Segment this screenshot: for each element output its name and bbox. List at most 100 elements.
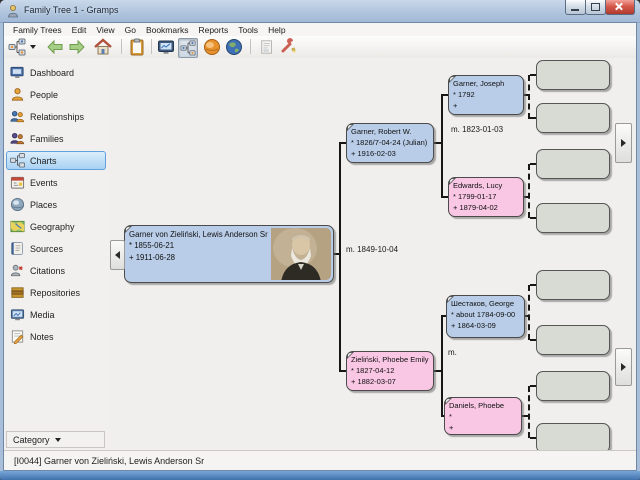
tools-icon [281, 38, 296, 53]
menu-view[interactable]: View [96, 24, 115, 35]
arrow-left-icon [115, 251, 120, 259]
empty-ancestor-box[interactable] [536, 371, 610, 401]
sidebar-item-label: Families [30, 133, 64, 144]
sidebar-item-repositories[interactable]: Repositories [7, 283, 107, 302]
back-button[interactable] [46, 38, 64, 56]
person-box-paternal-grandmother[interactable]: Edwards, Lucy * 1799-01-17 + 1879-04-02 [448, 177, 524, 217]
sidebar-item-dashboard[interactable]: Dashboard [7, 63, 107, 82]
menu-help[interactable]: Help [268, 24, 286, 35]
clipboard-button[interactable] [128, 38, 146, 56]
person-name: Zieliński, Phoebe Emily [351, 355, 429, 364]
menu-family-trees[interactable]: Family Trees [13, 24, 62, 35]
sidebar-item-people[interactable]: People [7, 85, 107, 104]
navigate-right-top-button[interactable] [615, 123, 632, 163]
empty-ancestor-box[interactable] [536, 60, 610, 90]
forward-button[interactable] [68, 38, 86, 56]
person-name: Edwards, Lucy [453, 181, 503, 190]
geography-view-button-2[interactable] [225, 38, 243, 56]
sidebar-item-families[interactable]: Families [7, 129, 107, 148]
globe-orange-icon [204, 39, 220, 55]
home-button[interactable] [94, 38, 112, 56]
person-box-maternal-grandfather[interactable]: Шестаков, George * about 1784-09-00 + 18… [446, 295, 525, 338]
connector-line [441, 315, 443, 417]
empty-ancestor-box[interactable] [536, 423, 610, 451]
toolbar-separator [121, 39, 122, 54]
reports-button[interactable] [258, 38, 276, 56]
marriage-date-label: m. 1823-01-03 [451, 125, 504, 134]
client-area: Family Trees Edit View Go Bookmarks Repo… [3, 22, 637, 471]
connector-line [442, 315, 446, 317]
geography-view-button-1[interactable] [203, 38, 221, 56]
connector-line [434, 370, 441, 372]
sidebar-item-places[interactable]: Places [7, 195, 107, 214]
person-box-paternal-grandfather[interactable]: Garner, Joseph * 1792 + [448, 75, 524, 115]
empty-ancestor-box[interactable] [536, 270, 610, 300]
person-box-father[interactable]: Garner, Robert W. * 1826/7-04-24 (Julian… [346, 123, 434, 163]
person-death: + [449, 422, 454, 432]
person-name: Шестаков, George [451, 299, 515, 308]
title-bar[interactable]: Family Tree 1 - Gramps [0, 0, 640, 23]
sidebar-item-events[interactable]: Events [7, 173, 107, 192]
dashboard-view-button[interactable] [157, 38, 175, 56]
connector-line [530, 437, 536, 439]
person-box-maternal-grandmother[interactable]: Daniels, Phoebe * + [444, 397, 522, 435]
sidebar-item-label: Charts [30, 155, 57, 166]
sidebar-item-media[interactable]: Media [7, 305, 107, 324]
person-death: + [453, 100, 458, 110]
connector-line [442, 415, 445, 417]
person-icon [11, 88, 24, 101]
maximize-button[interactable] [585, 0, 606, 15]
person-box-root[interactable]: Garner von Zieliński, Lewis Anderson Sr … [124, 225, 334, 283]
pedigree-view-button[interactable] [178, 38, 198, 58]
pedigree-view-icon [8, 38, 26, 56]
globe-blue-icon [226, 39, 242, 55]
sidebar-item-notes[interactable]: Notes [7, 327, 107, 346]
empty-ancestor-box[interactable] [536, 149, 610, 179]
pedigree-chart: m. 1849-10-04 m. 1823-01-03 m. Garner vo… [109, 58, 636, 451]
status-bar: [I0044] Garner von Zieliński, Lewis Ande… [4, 450, 636, 470]
person-death: + 1882-03-07 [351, 376, 396, 386]
connector-line [530, 217, 536, 219]
toolbar-separator [151, 39, 152, 54]
sidebar-item-label: Media [30, 309, 55, 320]
menu-bookmarks[interactable]: Bookmarks [145, 24, 189, 35]
navigate-left-button[interactable] [110, 240, 125, 270]
person-birth: * 1792 [453, 89, 475, 99]
menu-tools[interactable]: Tools [238, 24, 259, 35]
empty-ancestor-box[interactable] [536, 203, 610, 233]
sidebar-item-citations[interactable]: Citations [7, 261, 107, 280]
person-death: + 1864-03-09 [451, 320, 496, 330]
empty-ancestor-box[interactable] [536, 325, 610, 355]
menu-reports[interactable]: Reports [198, 24, 229, 35]
connector-line [530, 339, 536, 341]
minimize-button[interactable] [565, 0, 586, 15]
person-box-mother[interactable]: Zieliński, Phoebe Emily * 1827-04-12 + 1… [346, 351, 434, 391]
category-dropdown-button[interactable]: Category [6, 431, 105, 448]
connector-line [339, 142, 341, 372]
gramps-app-icon [8, 5, 18, 18]
sidebar-item-geography[interactable]: Geography [7, 217, 107, 236]
view-selector-button[interactable] [8, 38, 26, 56]
person-birth: * [449, 411, 452, 421]
close-button[interactable] [605, 0, 635, 15]
menu-edit[interactable]: Edit [71, 24, 87, 35]
menu-go[interactable]: Go [124, 24, 136, 35]
minimize-icon [571, 9, 579, 11]
tools-button[interactable] [280, 38, 298, 56]
person-portrait-photo [271, 228, 331, 280]
view-selector-dropdown-icon[interactable] [30, 45, 36, 49]
navigate-right-bottom-button[interactable] [615, 348, 632, 386]
chevron-down-icon [54, 437, 61, 442]
person-death: + 1911-06-28 [129, 252, 176, 262]
pedigree-view-icon [180, 40, 196, 56]
corner-fold-icon [449, 76, 456, 83]
connector-line [522, 415, 529, 417]
sidebar-item-relationships[interactable]: Relationships [7, 107, 107, 126]
places-icon [10, 197, 25, 212]
empty-ancestor-box[interactable] [536, 103, 610, 133]
sidebar-item-charts[interactable]: Charts [6, 151, 106, 170]
person-name: Garner, Joseph [453, 79, 505, 88]
sidebar-item-sources[interactable]: Sources [7, 239, 107, 258]
connector-line [334, 253, 340, 255]
